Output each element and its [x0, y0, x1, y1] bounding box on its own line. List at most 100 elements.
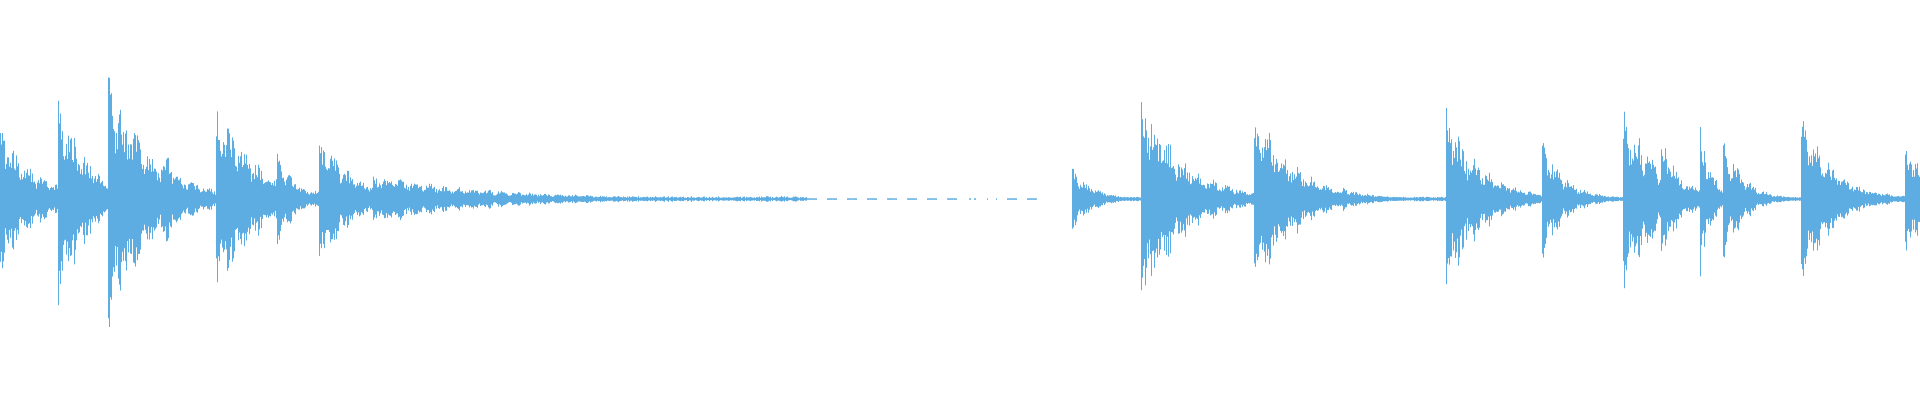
waveform-sample — [1657, 178, 1658, 220]
waveform-sample — [1847, 181, 1848, 216]
waveform-sample — [773, 197, 774, 201]
waveform-sample — [419, 186, 420, 213]
waveform-sample — [1145, 118, 1146, 286]
waveform-sample — [1738, 169, 1739, 231]
waveform-sample — [565, 195, 566, 203]
waveform-sample — [896, 198, 897, 200]
waveform-sample — [781, 196, 782, 202]
waveform-sample — [1156, 145, 1157, 249]
waveform-sample — [663, 196, 664, 202]
waveform-sample — [338, 167, 339, 232]
waveform-sample — [954, 198, 955, 200]
waveform-sample — [401, 180, 402, 219]
waveform-sample — [1318, 187, 1319, 211]
waveform-sample — [1557, 169, 1558, 230]
waveform-sample — [1111, 195, 1112, 204]
waveform-sample — [384, 179, 385, 219]
waveform-sample — [752, 197, 753, 201]
waveform-sample — [1535, 194, 1536, 204]
waveform-sample — [1898, 195, 1899, 202]
waveform-sample — [1560, 179, 1561, 219]
waveform-sample — [438, 190, 439, 209]
waveform-sample — [1487, 179, 1488, 220]
waveform-sample — [1724, 143, 1725, 258]
waveform-sample — [1474, 158, 1475, 242]
waveform-sample — [306, 193, 307, 205]
waveform-sample — [1900, 196, 1901, 202]
waveform-sample — [1677, 178, 1678, 219]
waveform-sample — [575, 194, 576, 204]
waveform-sample — [1785, 196, 1786, 201]
waveform-sample — [1860, 191, 1861, 207]
waveform-sample — [1693, 189, 1694, 210]
waveform-sample — [326, 169, 327, 230]
waveform-sample — [370, 188, 371, 210]
waveform-sample — [460, 191, 461, 207]
waveform-sample — [180, 177, 181, 220]
waveform-sample — [132, 159, 133, 239]
waveform-sample — [1374, 197, 1375, 202]
waveform-sample — [214, 191, 215, 207]
waveform-sample — [91, 178, 92, 220]
waveform-sample — [310, 193, 311, 205]
waveform-sample — [478, 193, 479, 205]
waveform-sample — [1272, 165, 1273, 235]
waveform-sample — [506, 193, 507, 205]
waveform-sample — [298, 188, 299, 210]
waveform-sample — [1380, 196, 1381, 202]
waveform-sample — [867, 198, 868, 200]
waveform-sample — [1213, 179, 1214, 219]
waveform-sample — [393, 186, 394, 212]
waveform-sample — [1664, 160, 1665, 235]
waveform-sample — [697, 197, 698, 201]
waveform-sample — [871, 198, 872, 200]
waveform-sample — [194, 186, 195, 213]
waveform-sample — [679, 197, 680, 201]
waveform-sample — [1856, 186, 1857, 211]
waveform-sample — [1323, 185, 1324, 213]
waveform-sample — [665, 197, 666, 201]
waveform-sample — [421, 185, 422, 213]
waveform-sample — [1224, 189, 1225, 209]
waveform-sample — [323, 150, 324, 244]
waveform-sample — [692, 197, 693, 201]
waveform-sample — [1225, 185, 1226, 214]
waveform-sample — [1484, 184, 1485, 214]
waveform-sample — [1769, 194, 1770, 204]
waveform-sample — [908, 198, 909, 200]
waveform-sample — [274, 180, 275, 217]
waveform-sample — [1549, 172, 1550, 224]
waveform-sample — [783, 197, 784, 201]
waveform-sample — [1749, 183, 1750, 215]
waveform-sample — [454, 191, 455, 207]
waveform-sample — [1745, 189, 1746, 208]
waveform-sample — [1607, 196, 1608, 202]
waveform-sample — [1258, 136, 1259, 257]
waveform-sample — [1561, 180, 1562, 217]
waveform-sample — [373, 176, 374, 220]
waveform-sample — [1718, 189, 1719, 208]
waveform-sample — [149, 159, 150, 240]
waveform-sample — [177, 176, 178, 221]
waveform-sample — [1880, 194, 1881, 204]
waveform-sample — [560, 194, 561, 204]
waveform-sample — [251, 181, 252, 218]
waveform-sample — [930, 198, 931, 200]
waveform-sample — [1306, 183, 1307, 216]
waveform-sample — [359, 182, 360, 217]
waveform-sample — [1495, 185, 1496, 213]
waveform-sample — [686, 198, 687, 201]
waveform-sample — [975, 198, 976, 200]
waveform-sample — [1438, 197, 1439, 201]
waveform-sample — [1270, 140, 1271, 259]
waveform-sample — [85, 174, 86, 223]
waveform-sample — [1356, 192, 1357, 206]
waveform-sample — [1548, 169, 1549, 227]
waveform-sample — [496, 194, 497, 204]
waveform-sample — [525, 195, 526, 203]
waveform-sample — [1783, 196, 1784, 202]
waveform-sample — [639, 197, 640, 201]
waveform-sample — [481, 192, 482, 206]
